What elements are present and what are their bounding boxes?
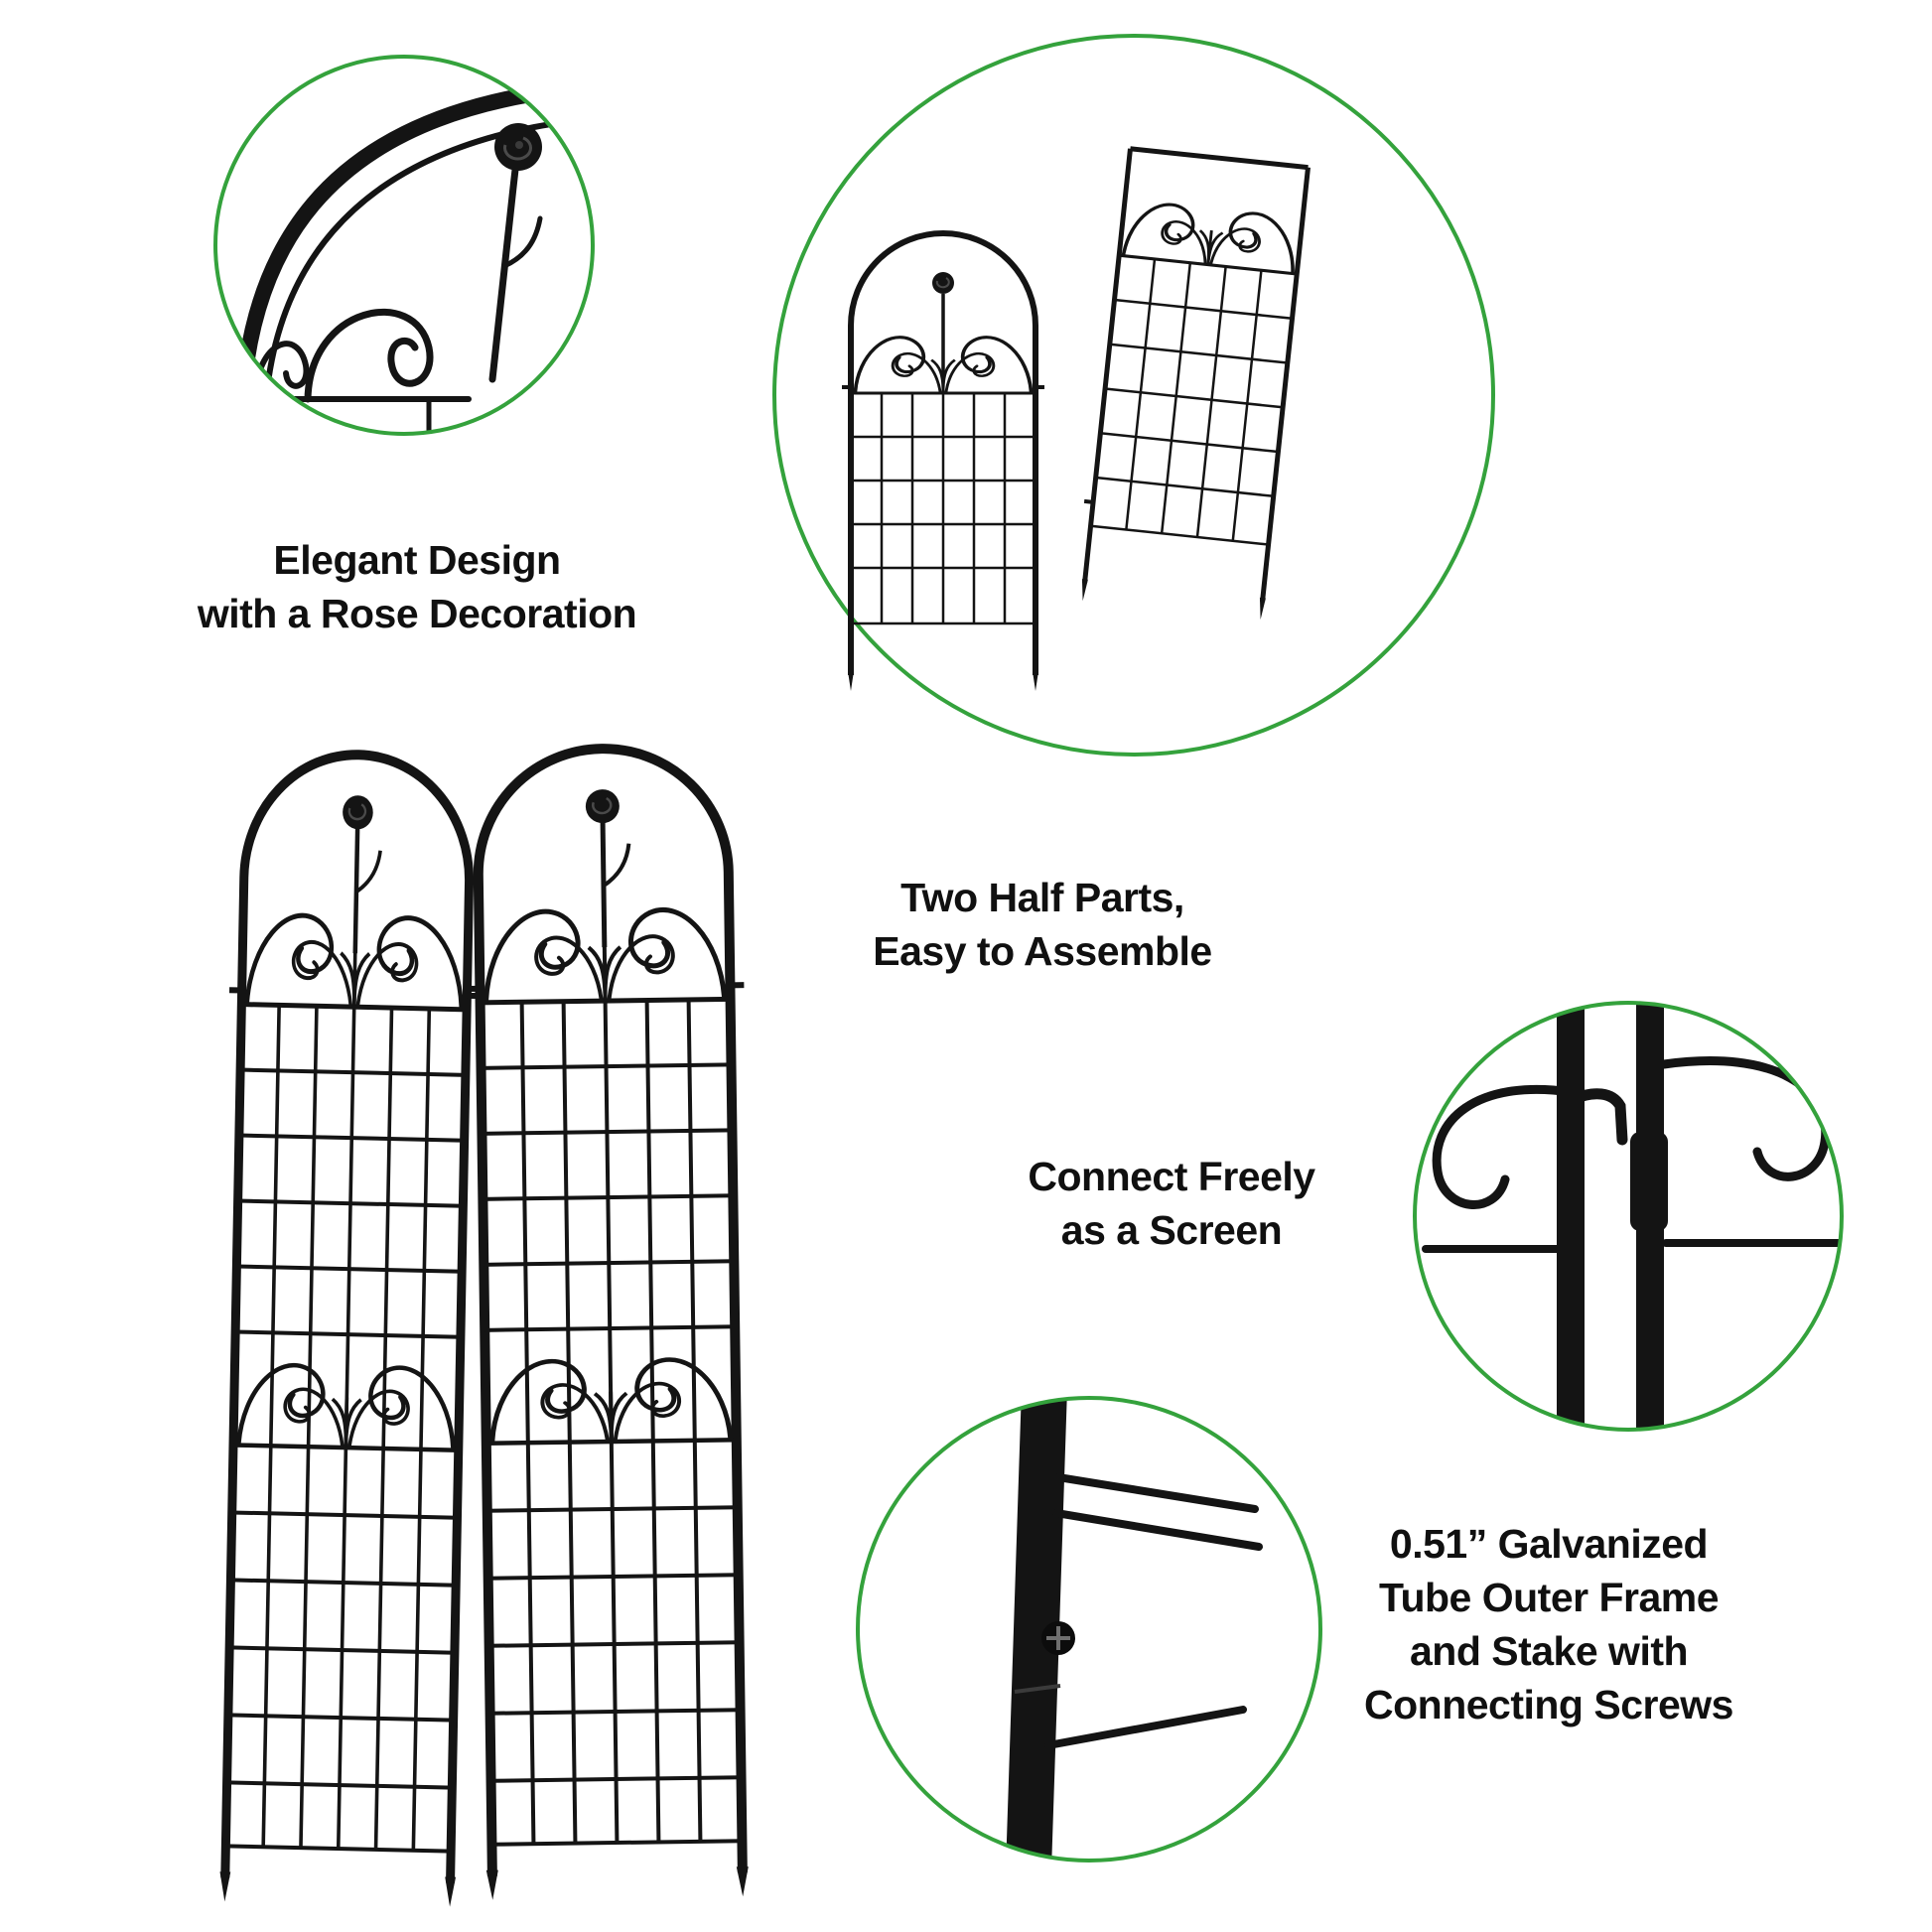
trellis-panel-left xyxy=(212,752,484,1907)
half-part-flat xyxy=(1074,148,1311,621)
rose-icon xyxy=(494,123,542,171)
caption-line: Easy to Assemble xyxy=(873,928,1212,974)
trellis-panel-right xyxy=(463,747,757,1900)
detail-connector xyxy=(1422,1003,1842,1430)
zoom-circle-parts xyxy=(772,34,1495,757)
zoom-circle-design xyxy=(213,55,595,436)
caption-line: and Stake with xyxy=(1409,1628,1689,1674)
caption-line: Connecting Screws xyxy=(1364,1682,1733,1727)
caption-two-half-parts: Two Half Parts, Easy to Assemble xyxy=(755,871,1330,978)
caption-line: 0.51” Galvanized xyxy=(1389,1521,1709,1567)
zoom-circle-connector xyxy=(1413,1001,1844,1432)
zoom-circle-tube xyxy=(856,1396,1322,1863)
caption-line: Tube Outer Frame xyxy=(1378,1575,1720,1620)
caption-line: Two Half Parts, xyxy=(900,875,1184,920)
caption-line: Connect Freely xyxy=(1028,1154,1315,1199)
caption-elegant-design: Elegant Design with a Rose Decoration xyxy=(119,533,715,640)
caption-line: with a Rose Decoration xyxy=(197,591,637,636)
connector-sleeve xyxy=(1630,1132,1668,1231)
caption-line: Elegant Design xyxy=(273,537,561,583)
detail-tube-screw xyxy=(1006,1398,1263,1861)
half-part-arched xyxy=(842,233,1044,691)
caption-connect-freely: Connect Freely as a Screen xyxy=(884,1150,1459,1257)
screw-icon xyxy=(1041,1621,1075,1655)
caption-line: as a Screen xyxy=(1060,1207,1283,1253)
caption-galvanized-tube: 0.51” Galvanized Tube Outer Frame and St… xyxy=(1261,1517,1837,1731)
